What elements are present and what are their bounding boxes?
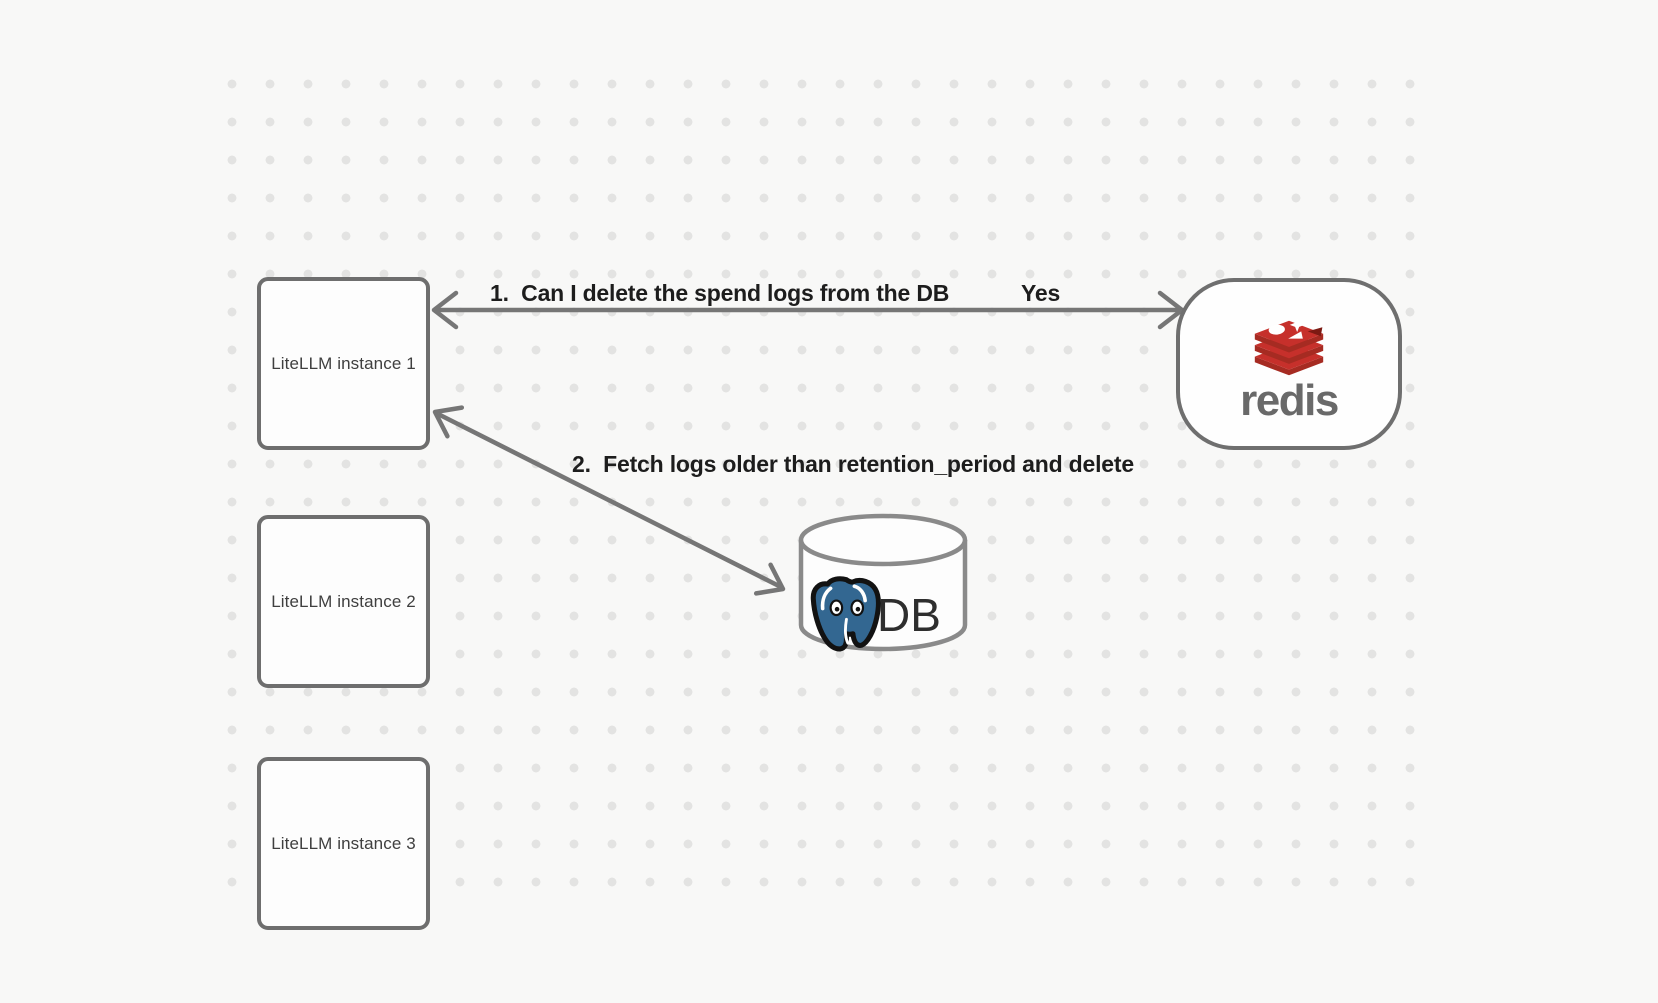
edge-label-fetch-delete[interactable]: 2. Fetch logs older than retention_perio… (572, 451, 1134, 477)
node-litellm-instance-3[interactable]: LiteLLM instance 3 (257, 757, 430, 930)
node-database[interactable]: DB (796, 512, 970, 654)
redis-logo-icon (1254, 317, 1324, 376)
node-label: LiteLLM instance 3 (271, 833, 416, 853)
db-label: DB (877, 589, 941, 641)
node-redis[interactable]: redis (1176, 278, 1402, 450)
node-label: LiteLLM instance 1 (271, 353, 416, 373)
edge-label-delete-question[interactable]: 1. Can I delete the spend logs from the … (490, 280, 950, 306)
node-label: LiteLLM instance 2 (271, 591, 416, 611)
edge-arrow-db-fetch[interactable] (432, 405, 786, 596)
postgresql-icon (810, 576, 881, 652)
node-litellm-instance-1[interactable]: LiteLLM instance 1 (257, 277, 430, 450)
redis-wordmark: redis (1240, 376, 1339, 425)
node-litellm-instance-2[interactable]: LiteLLM instance 2 (257, 515, 430, 688)
edge-label-yes[interactable]: Yes (1021, 280, 1061, 306)
